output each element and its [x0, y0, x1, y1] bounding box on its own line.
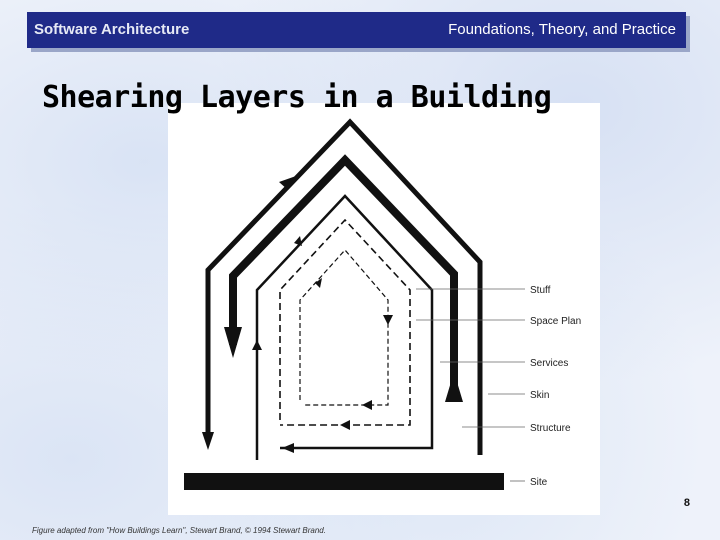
label-site: Site	[530, 477, 548, 488]
stuff-arrow-diag	[315, 278, 322, 288]
structure-arrow-up	[445, 372, 463, 402]
label-structure: Structure	[530, 423, 571, 434]
space-plan-arrow	[294, 236, 302, 246]
header-course-title: Software Architecture	[27, 12, 292, 48]
slide-number: 8	[683, 497, 690, 509]
skin-arrow-upper	[279, 176, 296, 190]
structure-arrow-down	[224, 327, 242, 358]
header-subtitle: Foundations, Theory, and Practice	[291, 12, 686, 48]
space-plan-layer	[279, 218, 411, 426]
shearing-layers-diagram: Stuff Space Plan Services Skin Structure…	[184, 118, 581, 490]
skin-layer	[205, 118, 483, 455]
site-slab	[184, 473, 504, 490]
figure-caption: Figure adapted from "How Buildings Learn…	[32, 526, 326, 535]
stuff-arrow-down	[383, 315, 393, 325]
services-arrow-left	[282, 443, 294, 453]
slide-title: Shearing Layers in a Building	[42, 80, 552, 115]
label-skin: Skin	[530, 390, 549, 401]
label-space-plan: Space Plan	[530, 316, 581, 327]
label-stuff: Stuff	[530, 285, 551, 296]
services-arrow-up	[252, 340, 262, 350]
stuff-arrow-bottom	[362, 400, 372, 410]
services-layer	[255, 194, 434, 460]
label-services: Services	[530, 358, 568, 369]
diagram-figure: Stuff Space Plan Services Skin Structure…	[168, 103, 600, 515]
structure-layer	[229, 154, 458, 392]
skin-arrow-down	[202, 432, 214, 450]
stuff-layer	[299, 249, 389, 406]
space-plan-arrow-bottom	[340, 420, 350, 430]
